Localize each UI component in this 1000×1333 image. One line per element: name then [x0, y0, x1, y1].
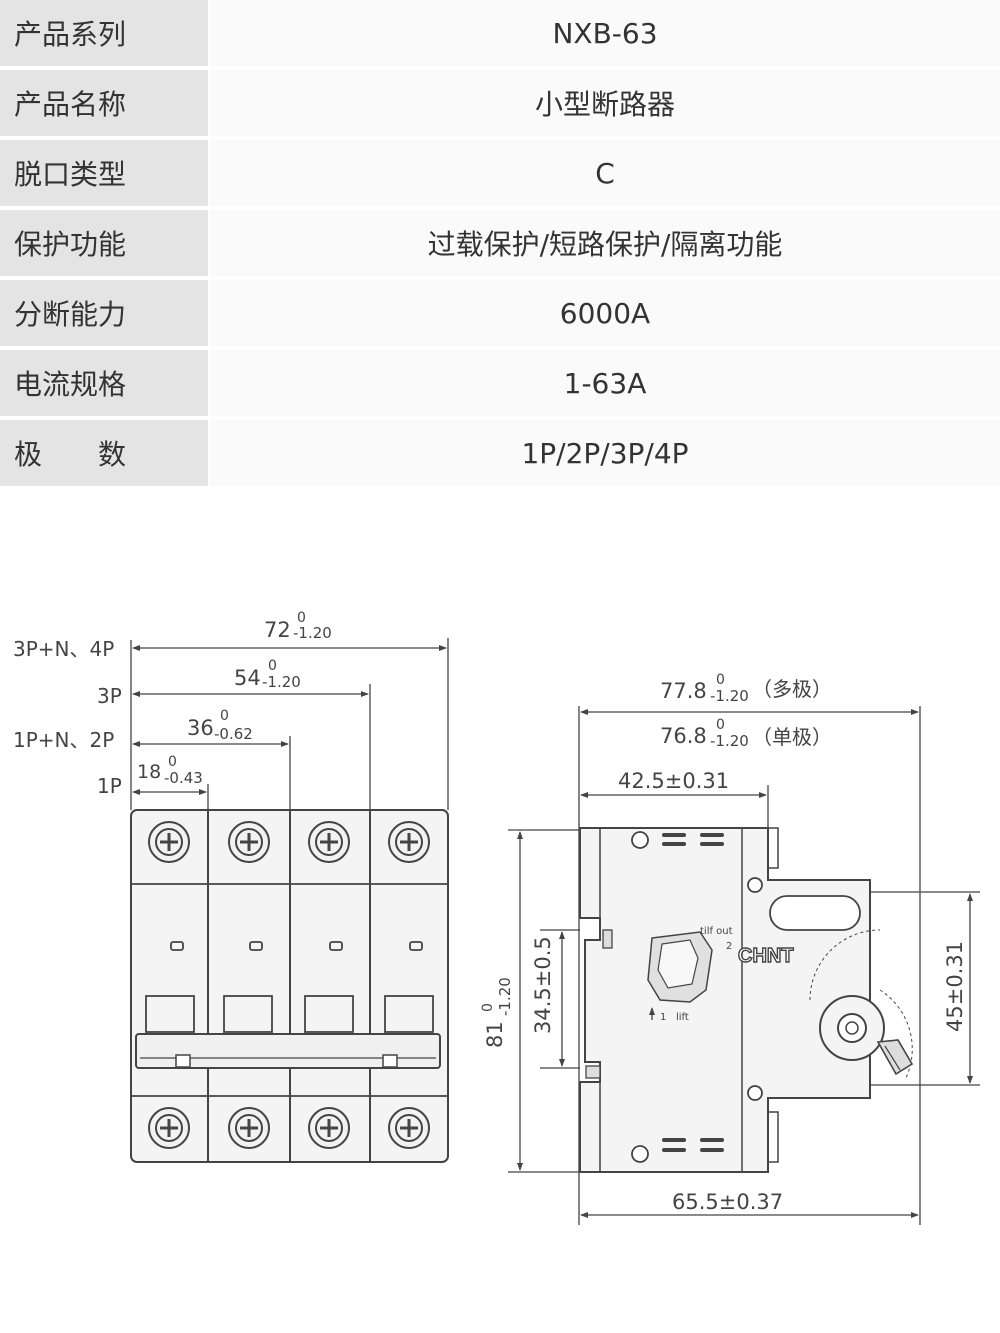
dim-72: 72: [264, 618, 291, 642]
dimension-drawing: 3P+N、4P 3P 1P+N、2P 1P 72 0 -1.20 54 0 -1…: [13, 610, 980, 1225]
terminal-screw-icon: [387, 820, 431, 864]
step-2-label: 2: [726, 941, 732, 952]
spec-row-current: 电流规格 1-63A: [0, 350, 1000, 416]
spec-row-trip-type: 脱口类型 C: [0, 140, 1000, 206]
dim-depth: 42.5±0.31: [618, 769, 729, 793]
spec-label: 产品名称: [0, 70, 208, 136]
spec-value: 6000A: [210, 280, 1000, 346]
tol-upper: 0: [220, 708, 229, 724]
spec-label: 电流规格: [0, 350, 208, 416]
tol-1p: -0.43: [164, 769, 203, 787]
spec-value: 1P/2P/3P/4P: [210, 420, 1000, 486]
spec-value: 1-63A: [210, 350, 1000, 416]
spec-row-poles: 极 数 1P/2P/3P/4P: [0, 420, 1000, 486]
spec-row-breaking-capacity: 分断能力 6000A: [0, 280, 1000, 346]
note-single-pole: （单极）: [752, 725, 832, 749]
spec-row-protection: 保护功能 过载保护/短路保护/隔离功能: [0, 210, 1000, 276]
tol-2p: -0.62: [214, 725, 253, 743]
dim-54: 54: [234, 666, 261, 690]
spec-label: 脱口类型: [0, 140, 208, 206]
tilt-out-label: tilf out: [700, 926, 733, 937]
spec-label: 极 数: [0, 420, 208, 486]
tol-4p: -1.20: [293, 624, 332, 642]
terminal-screw-icon: [147, 1106, 191, 1150]
tol-upper: 0: [297, 610, 306, 626]
dim-single-width: 76.8: [660, 724, 707, 748]
dim-multi-width: 77.8: [660, 679, 707, 703]
label-4p: 3P+N、4P: [13, 637, 114, 661]
terminal-screw-icon: [307, 1106, 351, 1150]
dim-rail: 34.5±0.5: [531, 936, 555, 1034]
spec-value: NXB-63: [210, 0, 1000, 66]
spec-value: 小型断路器: [210, 70, 1000, 136]
terminal-screw-icon: [227, 1106, 271, 1150]
spec-label: 产品系列: [0, 0, 208, 66]
tol-upper: 0: [716, 717, 725, 733]
terminal-screw-icon: [307, 820, 351, 864]
spec-label: 分断能力: [0, 280, 208, 346]
terminal-screw-icon: [227, 820, 271, 864]
tol-3p: -1.20: [262, 673, 301, 691]
spec-value: 过载保护/短路保护/隔离功能: [210, 210, 1000, 276]
spec-label: 保护功能: [0, 210, 208, 276]
step-1-label: 1: [660, 1012, 666, 1023]
lift-label: lift: [676, 1012, 689, 1023]
terminal-screw-icon: [147, 820, 191, 864]
spec-row-series: 产品系列 NXB-63: [0, 0, 1000, 66]
tol-lower: -1.20: [710, 687, 749, 705]
brand-logo: CHNT: [738, 945, 794, 967]
spec-row-name: 产品名称 小型断路器: [0, 70, 1000, 136]
tol-upper: 0: [268, 658, 277, 674]
front-view: 3P+N、4P 3P 1P+N、2P 1P 72 0 -1.20 54 0 -1…: [13, 610, 449, 1163]
dim-18: 18: [137, 761, 161, 783]
dim-height: 81: [483, 1021, 507, 1048]
spec-value: C: [210, 140, 1000, 206]
side-view: 77.8 0 -1.20 （多极） 76.8 0 -1.20 （单极） 42.5…: [480, 672, 980, 1225]
dim-bottom-width: 65.5±0.37: [672, 1190, 783, 1214]
tol-upper: 0: [716, 672, 725, 688]
dim-36: 36: [187, 716, 214, 740]
tol-lower: -1.20: [710, 732, 749, 750]
label-3p: 3P: [97, 684, 122, 708]
label-1p: 1P: [97, 774, 122, 798]
tol-upper: 0: [480, 1003, 496, 1012]
tol-lower: -1.20: [496, 977, 514, 1016]
tol-upper: 0: [168, 754, 177, 770]
terminal-screw-icon: [387, 1106, 431, 1150]
note-multi-pole: （多极）: [752, 677, 832, 701]
label-2p: 1P+N、2P: [13, 728, 114, 752]
dim-right-height: 45±0.31: [943, 941, 967, 1032]
